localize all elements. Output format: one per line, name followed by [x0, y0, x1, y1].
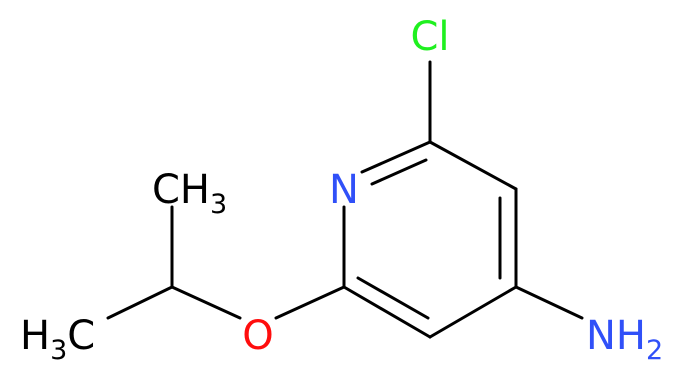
bond-c6-o	[274, 285, 346, 320]
bonds	[106, 60, 584, 339]
methyl-bottom-h: H	[20, 313, 50, 359]
bond-c4-nh2	[514, 285, 584, 320]
amine-subscript: 2	[646, 335, 663, 366]
bond-c4-c5	[428, 285, 518, 339]
amine-nh: NH	[586, 313, 646, 359]
methyl-top-ch: CH	[152, 167, 210, 213]
oxygen-label: O	[242, 313, 273, 359]
amine-label: NH2	[586, 313, 663, 366]
bond-c5-c6-inner	[356, 276, 430, 320]
methyl-bottom-label: H3C	[20, 313, 95, 366]
methyl-top-label: CH3	[152, 167, 227, 220]
chlorine-label: Cl	[410, 14, 449, 60]
bond-c5-c6	[342, 285, 432, 339]
ring-nitrogen-label: N	[329, 167, 359, 213]
bond-ch-h3c	[106, 285, 174, 320]
bond-o-ch	[170, 285, 242, 320]
atom-labels: Cl N O NH2 CH3 H3C	[20, 14, 663, 366]
bond-c2-c3	[428, 140, 518, 191]
bond-n1-c2-inner	[370, 158, 428, 186]
methyl-bottom-subscript: 3	[50, 335, 67, 366]
bond-n1-c2	[360, 140, 432, 174]
methyl-bottom-c: C	[67, 313, 95, 359]
methyl-top-subscript: 3	[210, 189, 227, 220]
